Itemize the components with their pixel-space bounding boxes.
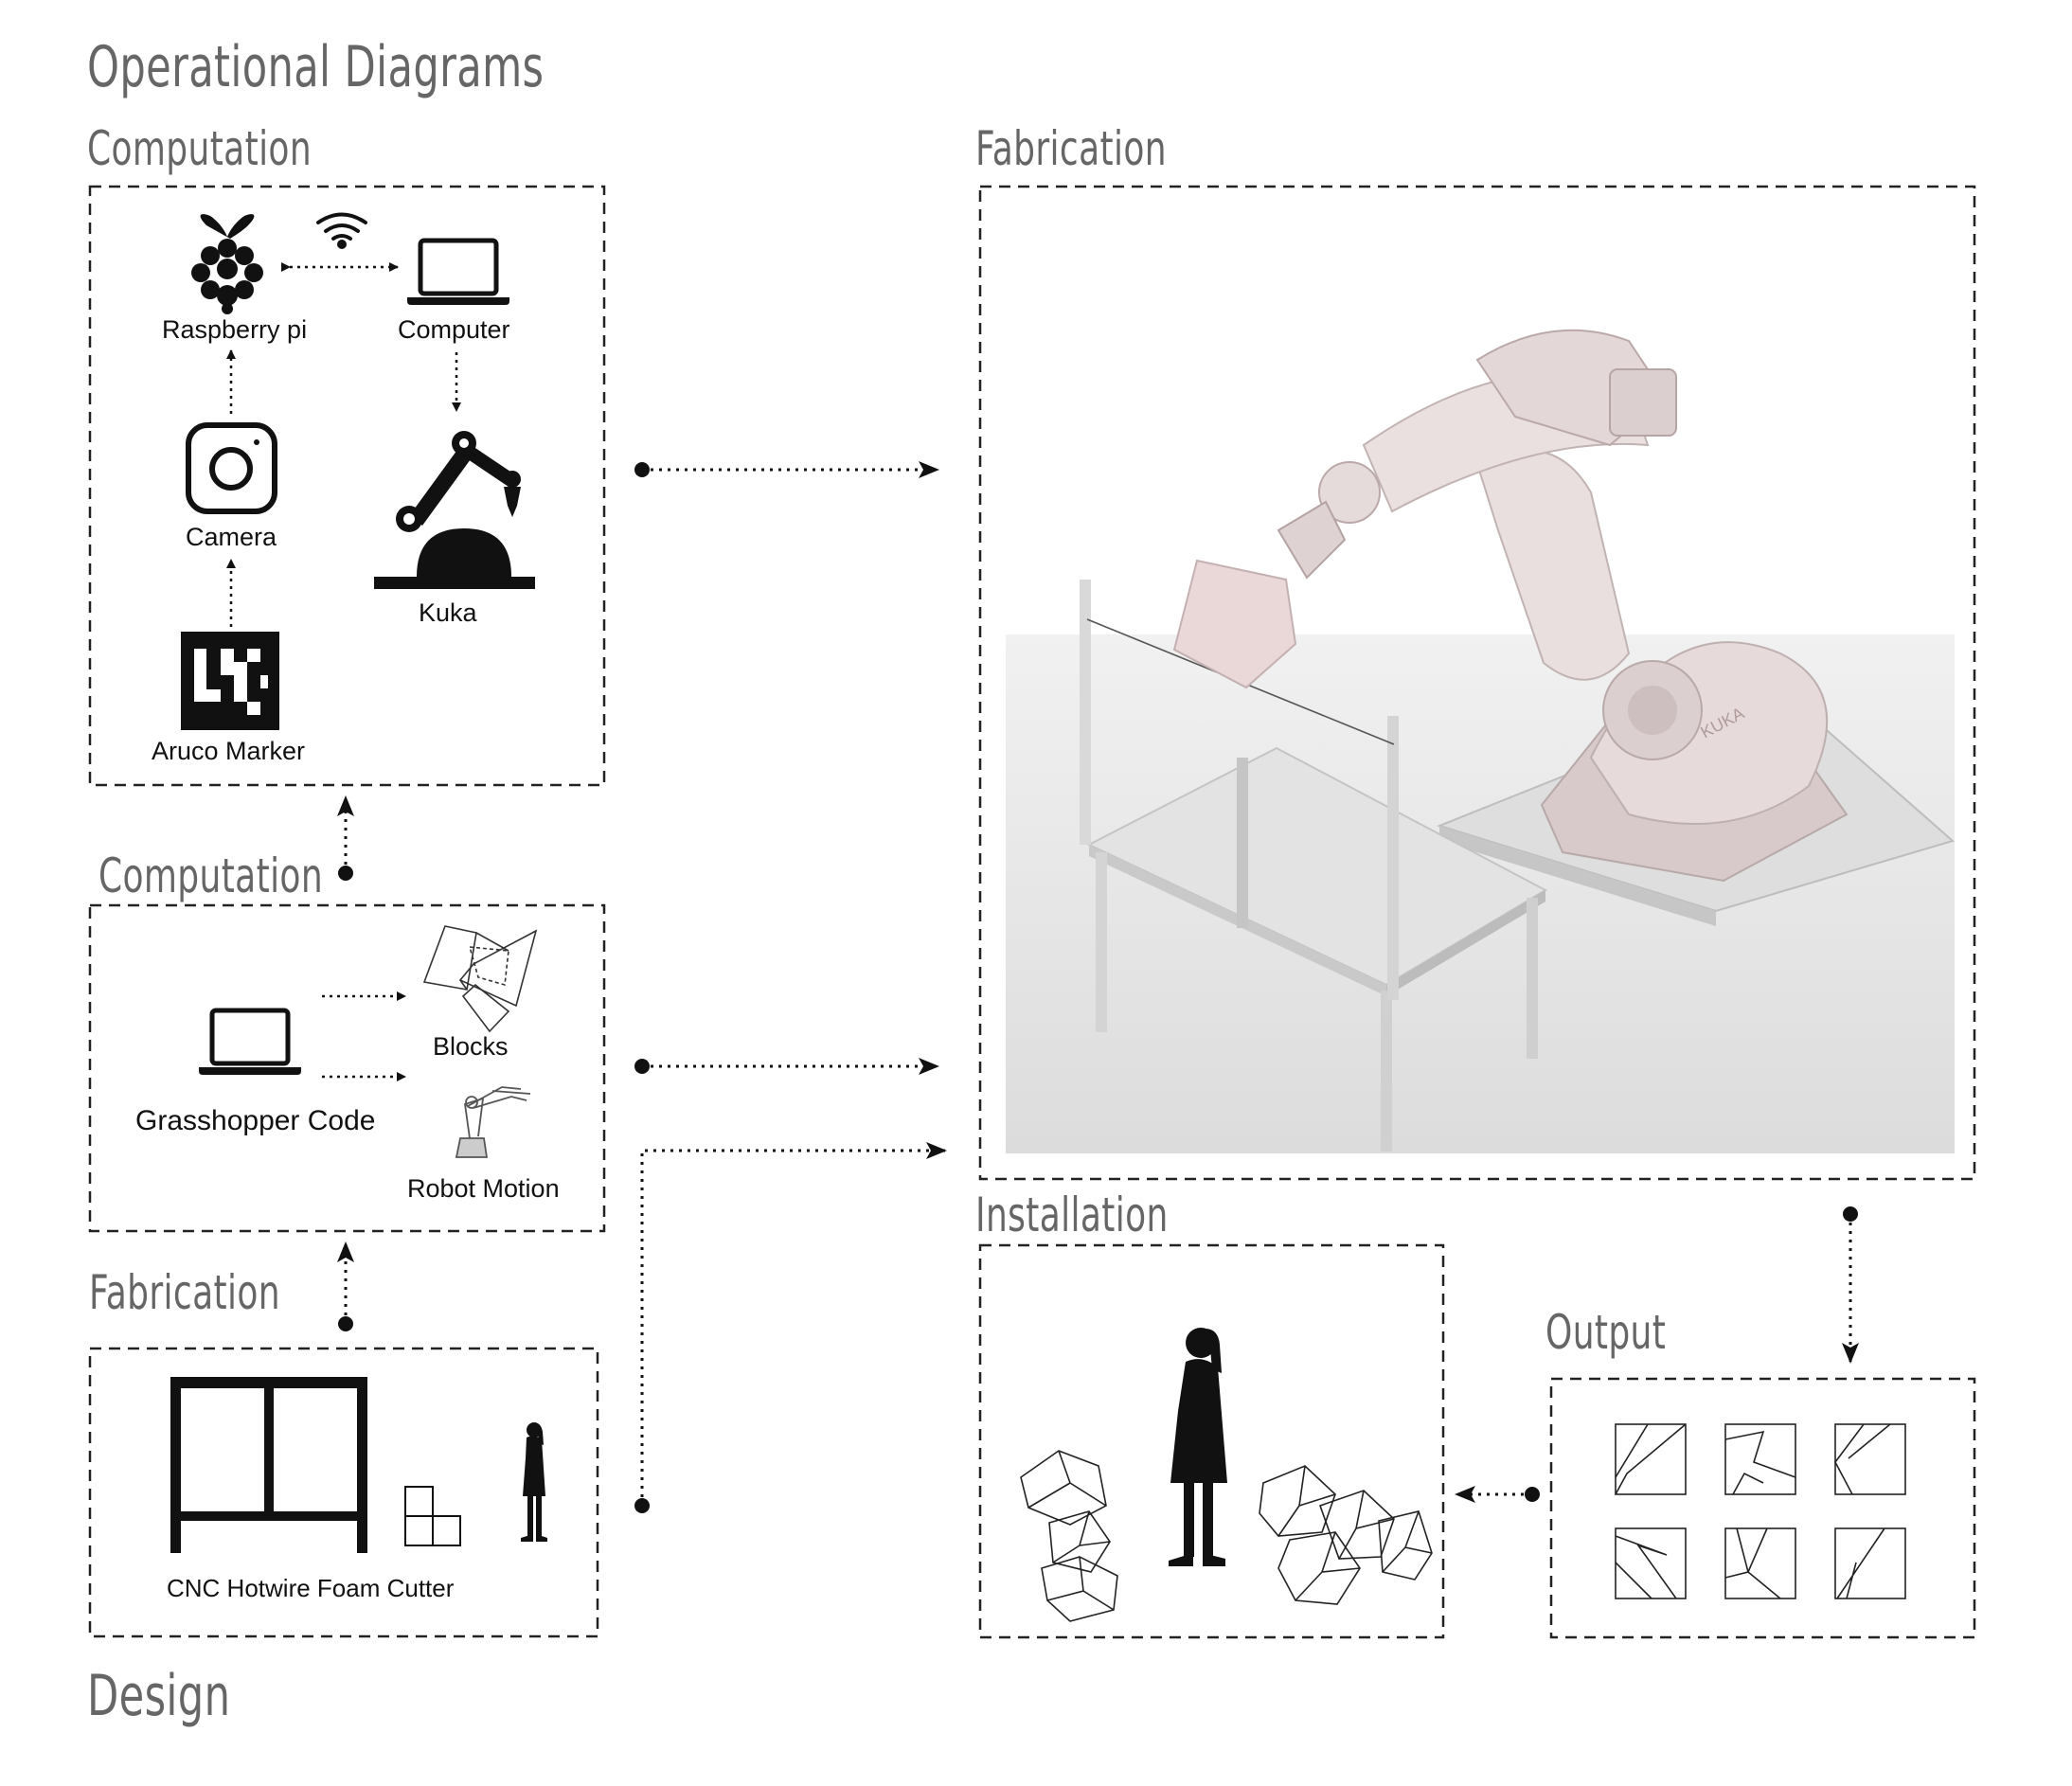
output-profiles [1615,1423,1906,1599]
box-fabrication-left [88,1347,599,1638]
label-blocks: Blocks [433,1032,509,1061]
box-installation [978,1243,1445,1639]
installation-blocks-left [1020,1450,1118,1622]
footer-title: Design [87,1663,231,1729]
raspberry-pi-icon [191,214,263,314]
section-title-installation: Installation [975,1188,1169,1242]
label-computer: Computer [398,315,510,344]
installation-person-icon [1169,1328,1227,1566]
section-title-fabrication-left: Fabrication [89,1265,280,1320]
cnc-cutter-icon [170,1377,367,1553]
wifi-icon [316,212,367,249]
section-title-computation-top: Computation [87,121,313,176]
fabrication-render: KUKA [1006,329,1956,1153]
output-profile-4 [1615,1527,1687,1599]
blocks-sketch-icon [422,925,538,1033]
connector-dots [338,462,1858,1513]
person-silhouette-icon [521,1422,547,1542]
installation-blocks-right [1259,1465,1433,1605]
laptop-icon [407,238,509,305]
section-title-fabrication-right: Fabrication [975,121,1167,176]
aruco-marker-icon [181,632,279,730]
robot-arm-icon [374,431,535,589]
section-title-output: Output [1545,1305,1667,1360]
output-profile-6 [1834,1527,1906,1599]
box-output [1549,1377,1976,1639]
label-camera: Camera [186,523,277,551]
robot-motion-sketch-icon [455,1086,531,1158]
output-profile-1 [1615,1423,1687,1495]
label-cnc-cutter: CNC Hotwire Foam Cutter [167,1574,455,1602]
label-raspberry-pi: Raspberry pi [162,315,308,344]
arrow-cnc-to-fabrication [640,1142,947,1506]
box-fabrication-right [978,185,1976,1181]
label-aruco-marker: Aruco Marker [152,737,306,765]
output-profile-3 [1834,1423,1906,1495]
box-computation-mid [88,903,606,1233]
foam-block-icon [404,1486,461,1546]
camera-icon [186,422,277,514]
grasshopper-laptop-icon [199,1008,301,1075]
label-kuka: Kuka [419,598,477,627]
page-title: Operational Diagrams [87,34,545,100]
section-title-computation-mid: Computation [98,848,324,903]
output-profile-2 [1724,1423,1796,1495]
label-robot-motion: Robot Motion [407,1174,560,1203]
label-grasshopper-code: Grasshopper Code [135,1105,376,1136]
output-profile-5 [1724,1527,1796,1599]
box-computation-top [88,185,606,787]
